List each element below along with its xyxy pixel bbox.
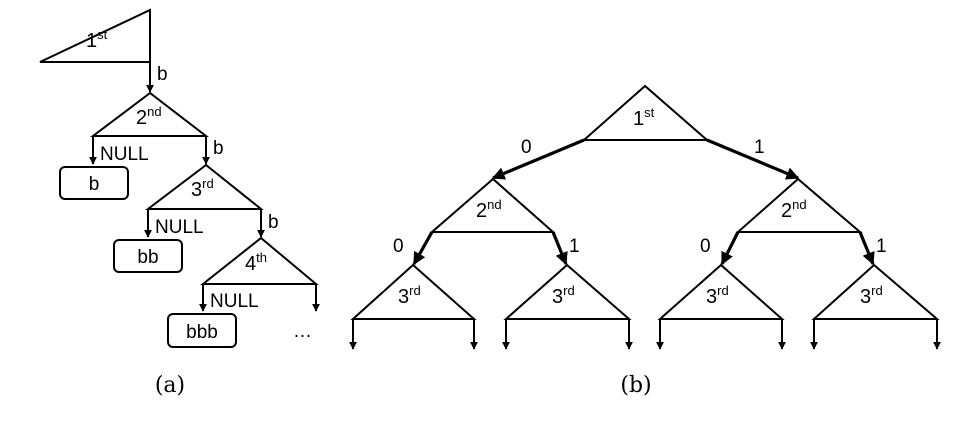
edge-b-2l-1 [551,231,568,266]
node-a3-triangle [145,163,264,210]
node-a2-triangle [90,91,209,137]
null-label: NULL [210,291,259,312]
result-box-text: bb [137,247,158,268]
node-b-2-right-triangle [735,177,863,233]
node-a1-triangle [39,8,151,63]
edge-b-root-right [706,138,800,180]
edge-label-b: b [157,64,168,85]
leaf-arrows [349,319,941,350]
node-b-3-d-label: 3rd [860,283,883,308]
edge-label-0: 0 [521,137,532,158]
panel-a: 1st b 2nd NULL b b 3rd NULL bb b 4th NUL… [39,8,320,398]
panel-b: 1st 0 1 2nd 2nd 0 1 0 1 3rd 3rd 3rd 3rd [349,84,941,398]
edge-label-1: 1 [754,137,765,158]
null-label: NULL [100,144,149,165]
node-a2-label: 2nd [136,104,162,129]
result-box-bb [113,239,183,273]
node-b-2-left-label: 2nd [476,197,502,222]
node-a4-triangle [200,236,319,285]
node-b-3-d-triangle [811,263,940,320]
edge-label-1: 1 [876,236,887,257]
node-b-3-b-label: 3rd [552,283,575,308]
result-box-bbb [167,313,237,348]
edge-b-2l-0 [412,231,434,266]
caption-a: (a) [155,373,185,398]
result-box-text: b [89,174,100,195]
node-b-root-triangle [581,84,710,141]
edge-label-1: 1 [569,236,580,257]
result-box-b [59,166,129,200]
node-b-3-a-triangle [350,263,477,320]
node-b-3-c-label: 3rd [706,283,729,308]
edge-b-2r-0 [720,231,740,266]
caption-b: (b) [620,373,651,398]
edge-label-b: b [213,138,224,159]
result-box-text: bbb [186,322,218,343]
edge-b-root-left [491,138,585,180]
edge-b-2r-1 [858,231,875,266]
node-b-root-label: 1st [633,105,655,130]
node-a1-label: 1st [86,27,108,52]
node-b-3-c-triangle [657,263,785,320]
node-a3-label: 3rd [191,176,214,201]
edge-label-0: 0 [393,236,404,257]
edge-label-b: b [268,212,279,233]
node-b-3-a-label: 3rd [398,283,421,308]
edge-label-0: 0 [700,236,711,257]
node-a4-label: 4th [245,250,267,275]
node-b-2-left-triangle [429,177,556,233]
ellipsis: … [293,321,312,342]
node-b-2-right-label: 2nd [781,197,807,222]
null-label: NULL [155,217,204,238]
node-b-3-b-triangle [503,263,632,320]
